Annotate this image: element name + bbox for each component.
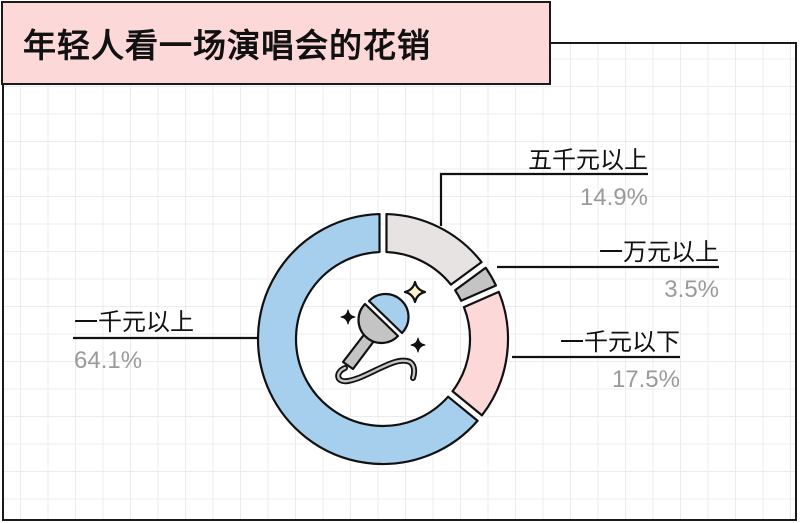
title-box: 年轻人看一场演唱会的花销 (1, 1, 551, 85)
microphone-icon (335, 280, 427, 385)
pct-yiqian-above: 64.1% (74, 347, 143, 374)
chart-frame (2, 42, 797, 521)
pct-wuqian: 14.9% (579, 184, 648, 211)
leader-line-wuqian (439, 172, 648, 226)
pct-yiwan: 3.5% (664, 276, 719, 303)
label-yiwan: 一万元以上 (599, 238, 719, 266)
segment-wuqian (385, 212, 483, 286)
segment-yiqian-below (451, 290, 510, 417)
pct-yiqian-below: 17.5% (611, 366, 680, 393)
segment-yiqian-above (256, 212, 479, 466)
label-yiqian-below: 一千元以下 (560, 328, 680, 356)
chart-title: 年轻人看一场演唱会的花销 (23, 26, 431, 65)
leader-lines (73, 172, 719, 359)
label-yiqian-above: 一千元以上 (74, 308, 194, 336)
label-wuqian: 五千元以上 (528, 146, 648, 174)
segment-yiwan (453, 266, 498, 302)
